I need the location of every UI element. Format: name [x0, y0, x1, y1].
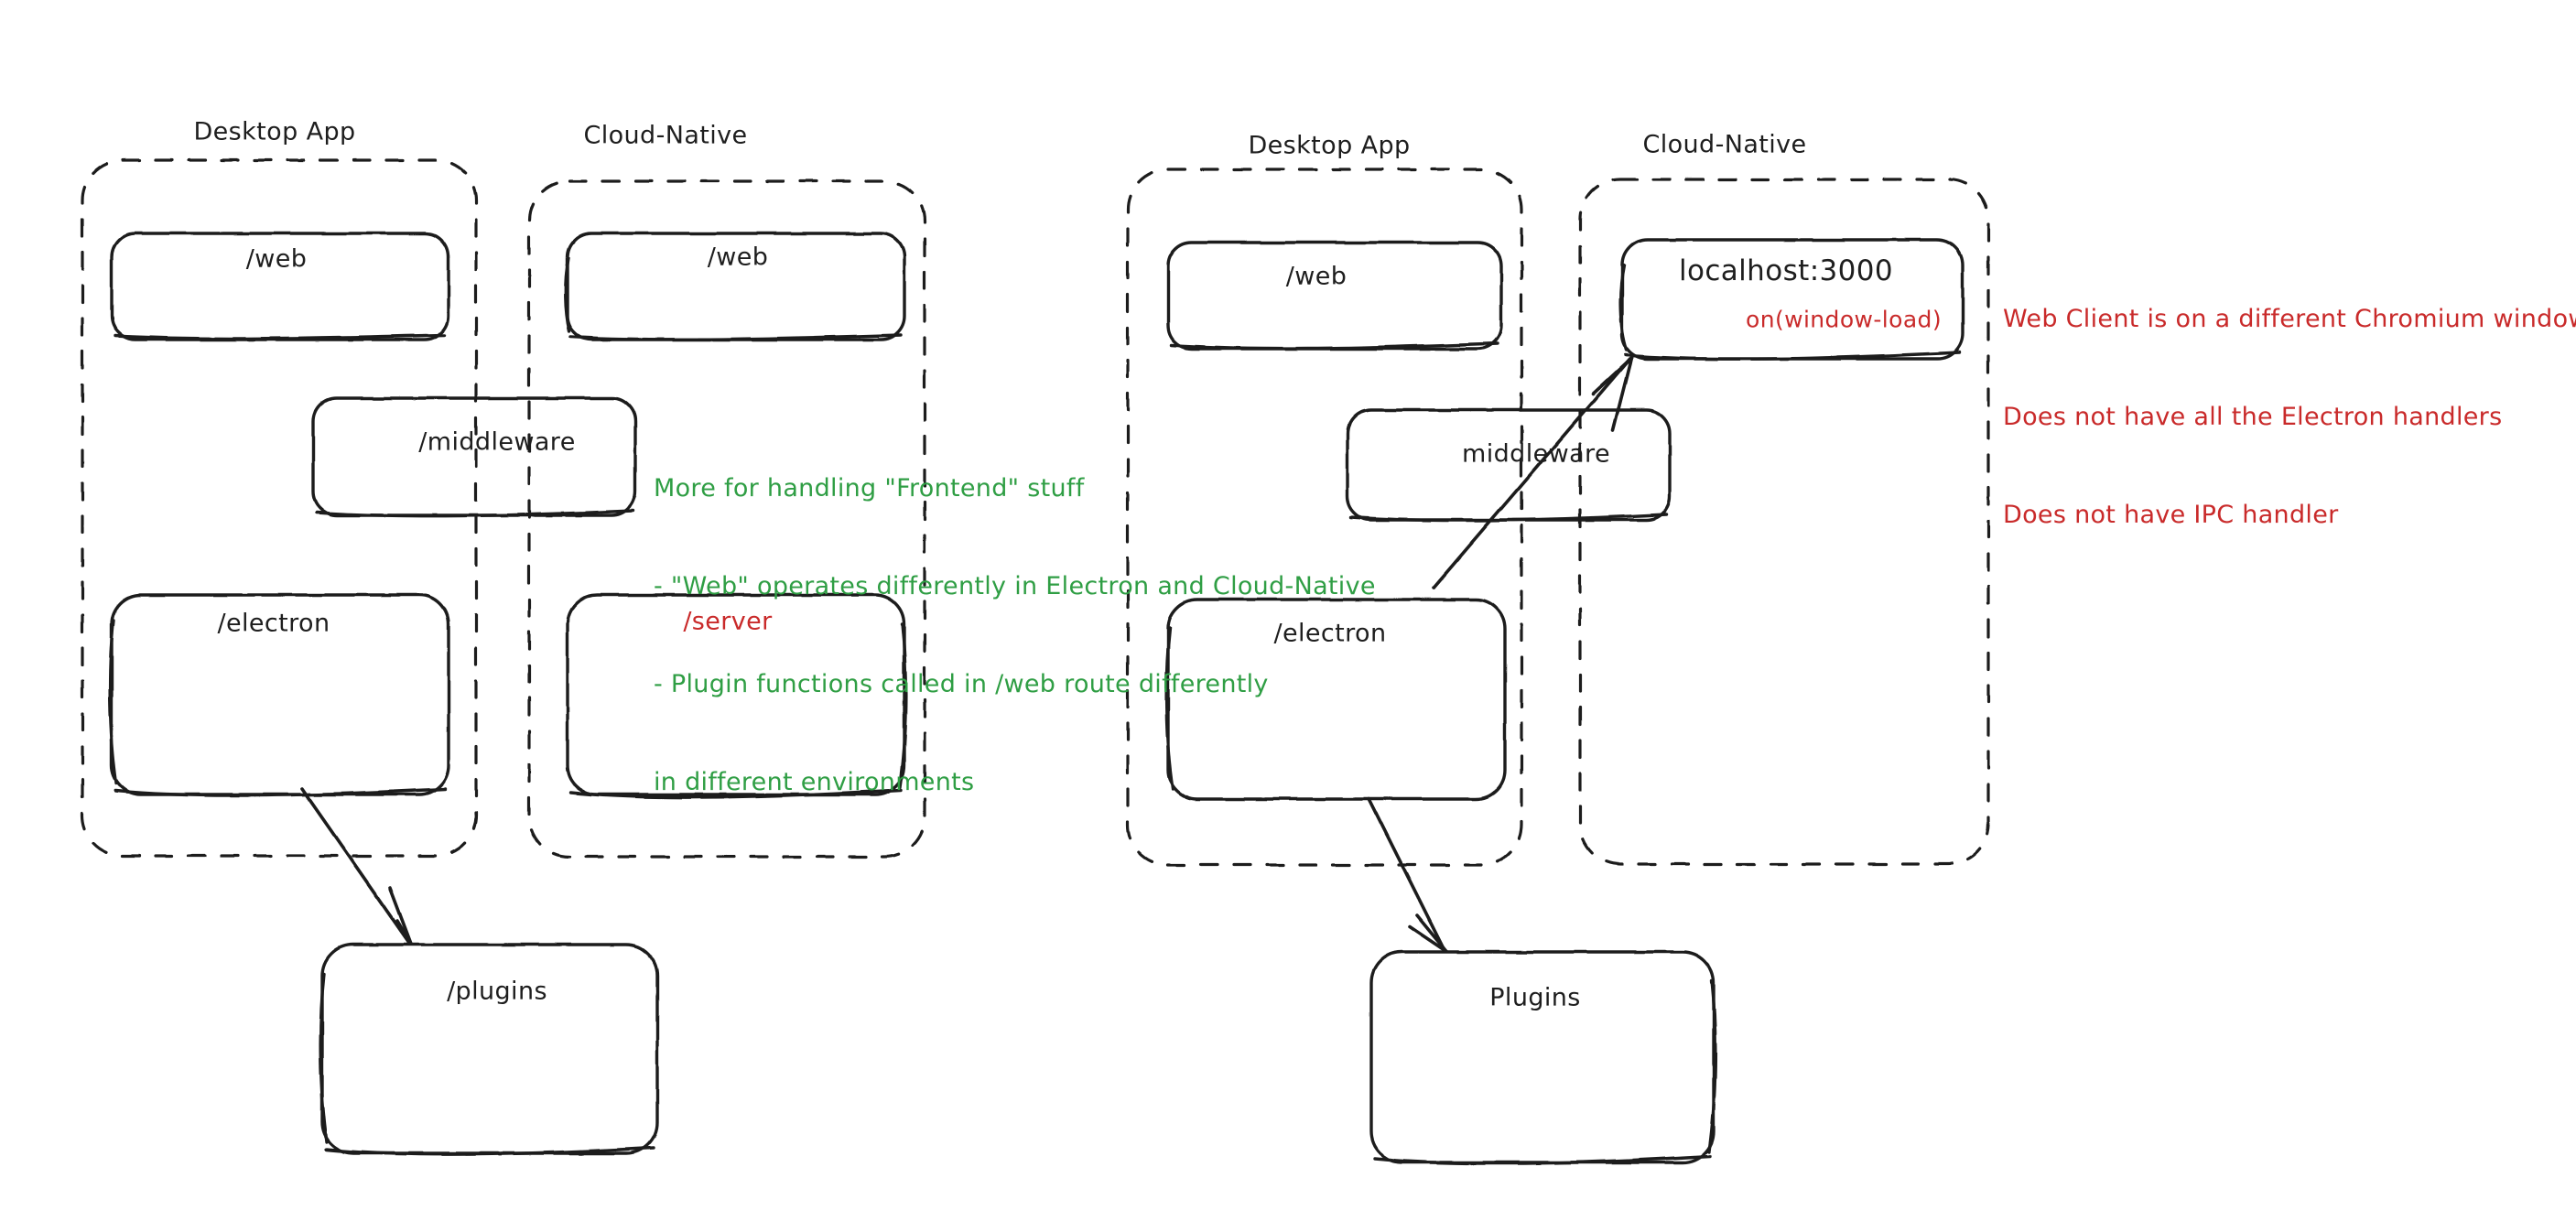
arrow-left-electron-to-plugins [300, 787, 413, 946]
node-outline-left-server [566, 593, 908, 799]
node-outline-left-plugins [319, 943, 659, 1156]
annotation-green-note: More for handling "Frontend" stuff - "We… [654, 407, 1376, 864]
group-outline-left-desktop-app [81, 158, 478, 858]
green-note-line-2: - "Web" operates differently in Electron… [654, 572, 1376, 601]
node-outline-right-electron [1164, 598, 1507, 801]
arrow-right-electron-to-localhost [1432, 356, 1633, 589]
arrow-right-electron-to-plugins [1367, 796, 1448, 953]
node-outline-right-localhost [1618, 238, 1964, 361]
red-note-line-3: Does not have IPC handler [2003, 501, 2339, 529]
green-note-line-4: in different environments [654, 767, 975, 796]
green-note-line-1: More for handling "Frontend" stuff [654, 474, 1085, 503]
node-outline-left-electron [108, 593, 450, 797]
node-outline-left-middleware [311, 396, 637, 518]
node-outline-right-middleware [1346, 408, 1672, 523]
node-outline-right-desktop-web [1166, 241, 1503, 351]
group-outline-right-cloud-native [1578, 178, 1990, 866]
annotation-red-note: Web Client is on a different Chromium wi… [2003, 238, 2576, 597]
node-outline-left-cloud-web [564, 232, 906, 341]
red-note-line-2: Does not have all the Electron handlers [2003, 403, 2503, 432]
group-outline-left-cloud-native [527, 179, 926, 859]
red-note-line-1: Web Client is on a different Chromium wi… [2003, 305, 2576, 334]
node-outline-left-desktop-web [110, 232, 450, 341]
green-note-line-3: - Plugin functions called in /web route … [654, 670, 1269, 698]
node-outline-right-plugins [1369, 950, 1717, 1165]
